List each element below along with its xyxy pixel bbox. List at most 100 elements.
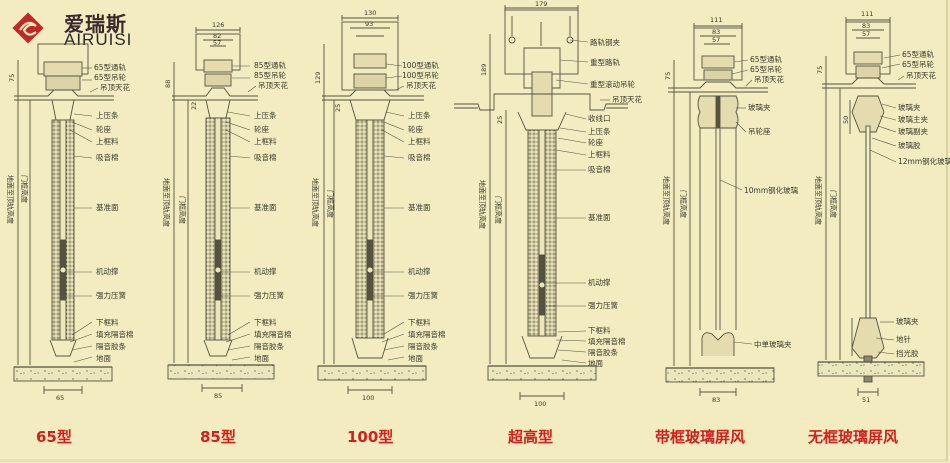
label: 下框料 xyxy=(96,317,119,327)
floor-to-track-label: 地面至顶轨高度 xyxy=(162,178,171,227)
dim-side: 75 xyxy=(8,74,16,82)
label: 基准面 xyxy=(96,202,119,212)
label: 填充隔音棉 xyxy=(96,329,134,339)
label: 隔音胶条 xyxy=(254,341,284,351)
dim-top: 111 xyxy=(861,10,873,18)
label: 吊轮座 xyxy=(748,126,771,136)
logo-mark-icon xyxy=(12,12,44,44)
dim-top: 126 xyxy=(212,21,224,29)
floor-to-track-label: 地面至顶轨高度 xyxy=(662,176,671,225)
dim-bottom: 51 xyxy=(862,396,870,404)
dim-top: 179 xyxy=(535,0,547,8)
label: 轮座 xyxy=(408,124,423,134)
label: 65型通轨 xyxy=(94,62,127,72)
dim-inner: 57 xyxy=(213,39,221,47)
dim-side: 75 xyxy=(664,72,672,80)
label: 中单玻璃夹 xyxy=(754,339,792,349)
label: 机动撑 xyxy=(96,266,119,276)
label: 吊顶天花 xyxy=(754,74,784,84)
model-65-labels: 65型通轨 65型吊轮 吊顶天花 上压条 轮座 上框料 吸音棉 基准面 机动撑 … xyxy=(6,62,134,402)
model-frameless-glass-labels: 111 83 57 65型通轨 65型吊轮 吊顶天花 玻璃夹 玻璃主夹 玻璃副夹… xyxy=(814,10,950,404)
caption-65: 65型 xyxy=(36,428,72,446)
label: 强力压簧 xyxy=(408,290,438,300)
model-framed-glass-labels: 111 83 57 65型通轨 65型吊轮 吊顶天花 玻璃夹 吊轮座 10mm钢… xyxy=(662,16,799,404)
brand-logo: 爱瑞斯 AIRUISI xyxy=(6,4,156,50)
label: 65型通轨 xyxy=(750,54,783,64)
label: 65型吊轮 xyxy=(750,64,783,74)
label: 上压条 xyxy=(588,126,611,136)
label: 下框料 xyxy=(588,325,611,335)
model-superhigh-labels: 179 路轨钢夹 重型路轨 重型滚动吊轮 吊顶天花 收线口 上压条 轮座 上框料… xyxy=(478,0,642,408)
dim-bottom: 100 xyxy=(534,400,546,408)
top-frame xyxy=(51,99,75,121)
caption-frameless-glass: 无框玻璃屏风 xyxy=(808,428,899,446)
model-85-drawing xyxy=(167,27,275,392)
model-superhigh-drawing xyxy=(454,5,628,400)
label: 机动撑 xyxy=(588,277,611,287)
dim-mid: 93 xyxy=(365,20,373,28)
label: 隔音胶条 xyxy=(588,347,618,357)
dim-bottom: 83 xyxy=(712,396,720,404)
dim-inner: 57 xyxy=(862,30,870,38)
label: 吸音棉 xyxy=(408,152,431,162)
label: 隔音胶条 xyxy=(96,341,126,351)
bottom-frame xyxy=(49,339,77,357)
label: 基准面 xyxy=(588,212,611,222)
label: 100型吊轮 xyxy=(402,70,439,80)
label: 上压条 xyxy=(254,110,277,120)
label: 65型吊轮 xyxy=(94,72,127,82)
dim-mid: 82 xyxy=(213,32,221,40)
frame-height-label: 门框高度 xyxy=(326,190,335,218)
label: 基准面 xyxy=(408,202,431,212)
label: 吸音棉 xyxy=(588,164,611,174)
floor-to-track-label: 地面至顶轨高度 xyxy=(6,175,15,224)
model-85-labels: 126 82 57 85型通轨 85型吊轮 吊顶天花 上压条 轮座 上框料 吸音… xyxy=(162,21,292,400)
label: 吊顶天花 xyxy=(906,70,936,80)
label: 玻璃副夹 xyxy=(898,126,928,136)
caption-superhigh: 超高型 xyxy=(508,428,554,446)
caption-100: 100型 xyxy=(347,428,394,446)
heavy-track xyxy=(523,47,561,89)
label: 玻璃夹 xyxy=(896,316,919,326)
model-frameless-glass-drawing xyxy=(817,17,925,396)
label: 填充隔音棉 xyxy=(254,329,292,339)
label: 上框料 xyxy=(588,149,611,159)
floor-to-track-label: 地面至顶轨高度 xyxy=(311,178,320,227)
label: 65型通轨 xyxy=(902,49,935,59)
top-glass-clamp xyxy=(851,95,885,133)
floor-to-track-label: 地面至顶轨高度 xyxy=(814,176,823,225)
label: 10mm钢化玻璃 xyxy=(744,185,799,195)
frame-height-label: 门框高度 xyxy=(829,190,838,218)
ceiling-profile xyxy=(454,93,628,111)
trolley-65 xyxy=(45,75,81,91)
glass-clamp-bottom xyxy=(701,332,735,356)
label: 吊顶天花 xyxy=(258,80,288,90)
label: 地针 xyxy=(896,334,911,344)
label: 玻璃夹 xyxy=(748,102,771,112)
label: 路轨钢夹 xyxy=(590,37,620,47)
dim-side: 129 xyxy=(314,72,322,84)
label: 上压条 xyxy=(408,110,431,120)
label: 玻璃主夹 xyxy=(898,114,928,124)
label: 吊顶天花 xyxy=(406,80,436,90)
label: 挡光胶 xyxy=(896,348,919,358)
dim-top: 130 xyxy=(364,9,376,17)
label: 填充隔音棉 xyxy=(408,329,446,339)
label: 85型吊轮 xyxy=(254,70,287,80)
dim-side2: 22 xyxy=(190,102,198,110)
label: 上框料 xyxy=(96,136,119,146)
label: 65型吊轮 xyxy=(902,59,935,69)
label: 地面 xyxy=(96,353,111,363)
label: 强力压簧 xyxy=(254,290,284,300)
model-framed-glass-drawing xyxy=(665,23,775,396)
label: 85型通轨 xyxy=(254,60,287,70)
top-dim xyxy=(195,27,241,33)
frame-height-label: 门框高度 xyxy=(679,190,688,218)
label: 强力压簧 xyxy=(588,300,618,310)
dim-bottom: 85 xyxy=(214,392,222,400)
model-65-drawing xyxy=(13,43,114,394)
label: 轮座 xyxy=(96,124,111,134)
dim-bottom: 65 xyxy=(56,394,64,402)
label: 吸音棉 xyxy=(254,152,277,162)
